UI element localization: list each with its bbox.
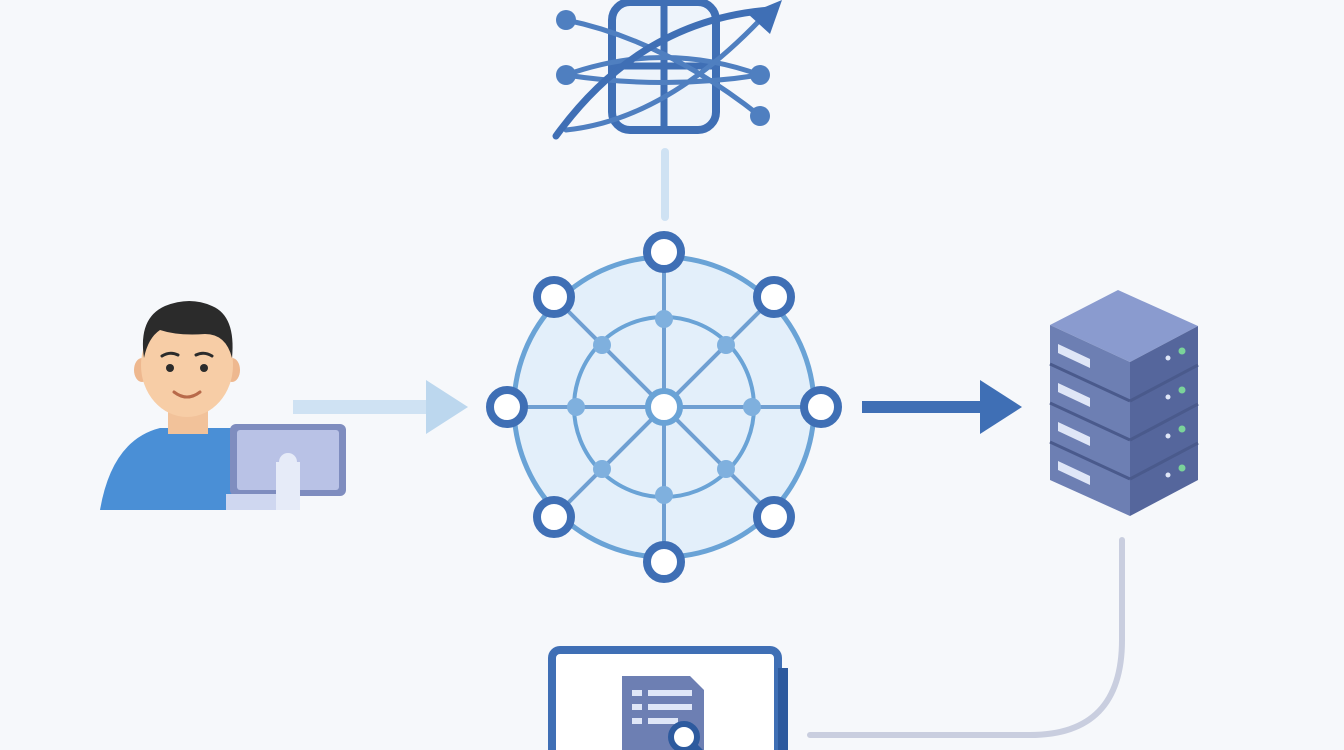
data-transform-icon [552, 0, 782, 140]
connector-server-to-report [807, 537, 1125, 738]
connector-user-to-hub [293, 380, 468, 434]
user-at-laptop-icon [100, 301, 346, 510]
document-search-icon [548, 646, 788, 750]
network-mesh-icon [486, 231, 842, 583]
server-rack-icon [1049, 290, 1199, 516]
connector-hub-to-server [862, 380, 1022, 434]
